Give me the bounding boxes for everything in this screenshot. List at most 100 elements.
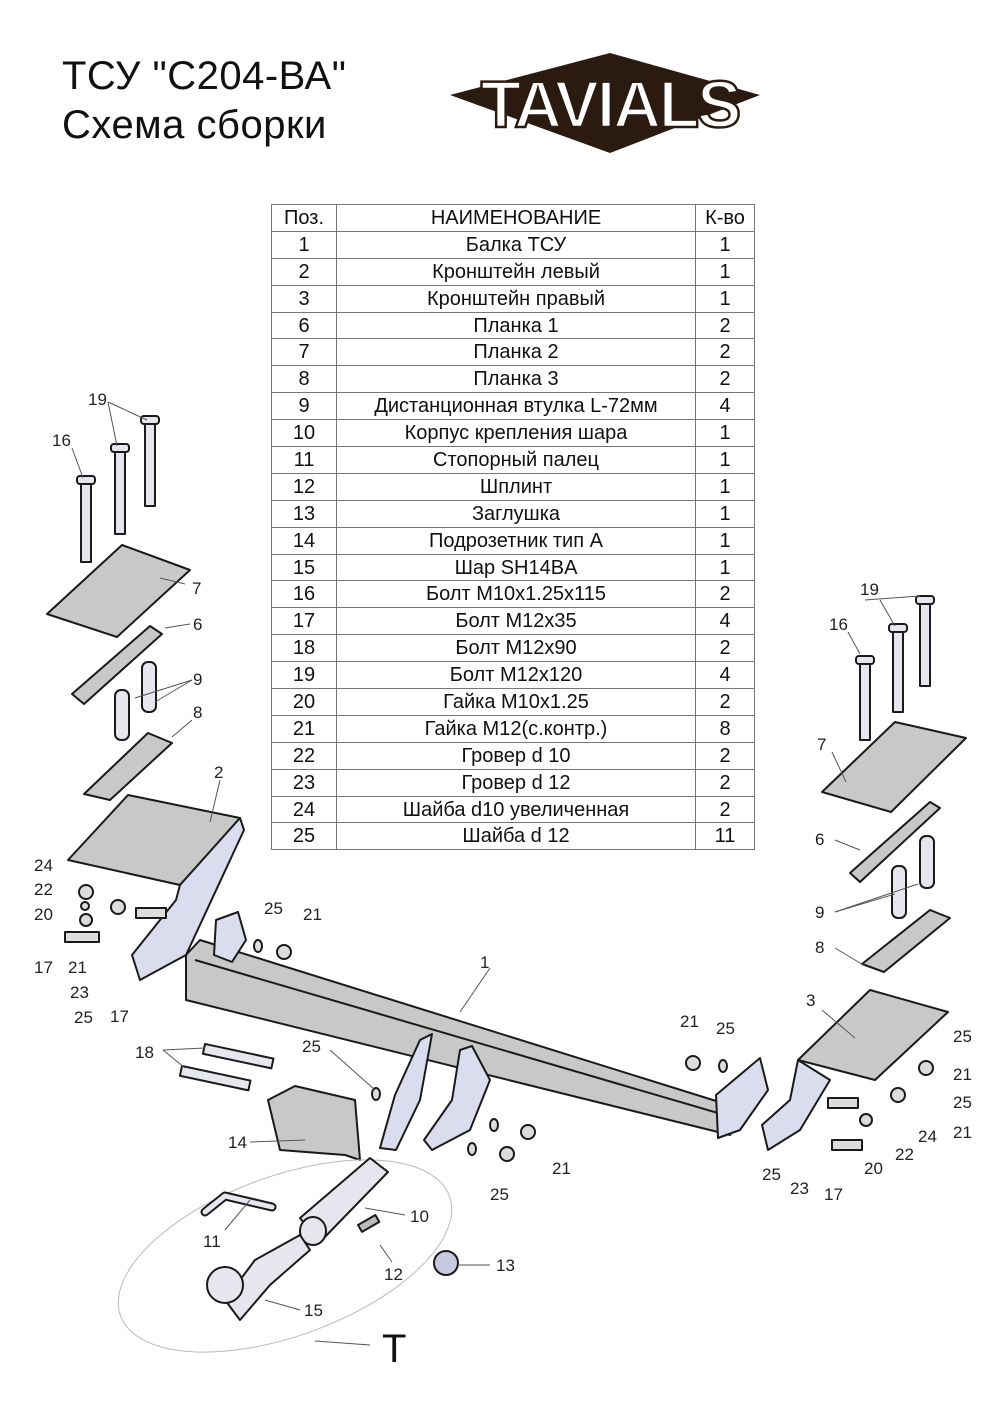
cell-name: Корпус крепления шара bbox=[336, 419, 696, 448]
cell-qty: 2 bbox=[695, 634, 755, 663]
cell-pos: 24 bbox=[271, 795, 337, 824]
lock-pin-11-fill bbox=[202, 1193, 275, 1215]
cell-name: Балка ТСУ bbox=[336, 230, 696, 259]
washer-25-beam-left bbox=[253, 939, 263, 953]
callout-label: 16 bbox=[829, 615, 848, 634]
bolt-17-right-b bbox=[831, 1139, 863, 1151]
nut-20-left bbox=[79, 913, 93, 927]
callout-label: 22 bbox=[34, 880, 53, 899]
callout-label: 2 bbox=[214, 763, 223, 782]
callout-label: 25 bbox=[762, 1165, 781, 1184]
callout-label: 17 bbox=[110, 1007, 129, 1026]
bolt-18b bbox=[178, 1064, 252, 1092]
right-bolt-19a bbox=[888, 623, 908, 713]
cell-pos: 3 bbox=[271, 284, 337, 313]
cell-pos: 23 bbox=[271, 768, 337, 797]
right-strap-6 bbox=[849, 801, 941, 883]
nut-21-center-a bbox=[520, 1124, 536, 1140]
callout-label: 23 bbox=[790, 1179, 809, 1198]
callout-label: 21 bbox=[953, 1065, 972, 1084]
beam-right-end-plate bbox=[715, 1057, 769, 1139]
cell-name: Болт М10х1.25х115 bbox=[336, 580, 696, 609]
callout-label: 7 bbox=[817, 735, 826, 754]
cell-qty: 4 bbox=[695, 661, 755, 690]
cell-pos: 18 bbox=[271, 634, 337, 663]
right-spacer-9a bbox=[891, 865, 907, 919]
callout-label: 6 bbox=[193, 615, 202, 634]
col-header-pos: Поз. bbox=[271, 204, 337, 232]
cotter-pin-12 bbox=[356, 1214, 381, 1233]
beam-1-edge bbox=[194, 959, 736, 1119]
cell-qty: 1 bbox=[695, 553, 755, 582]
bolt-17-right-a bbox=[827, 1097, 859, 1109]
nut-21-beam-right bbox=[685, 1055, 701, 1071]
left-plate-8 bbox=[83, 732, 173, 801]
bolt-17-left-b bbox=[135, 907, 167, 919]
hitch-plate-right bbox=[423, 1045, 491, 1151]
nut-21-center-b bbox=[499, 1146, 515, 1162]
washer-25-socket bbox=[371, 1087, 381, 1101]
cell-name: Кронштейн левый bbox=[336, 257, 696, 286]
callouts-right: 19 16 7 6 9 8 3 25 21 25 21 24 22 20 17 … bbox=[762, 580, 972, 1204]
cell-name: Болт М12х35 bbox=[336, 607, 696, 636]
table-header-row: Поз. НАИМЕНОВАНИЕ К-во bbox=[271, 204, 755, 232]
cell-pos: 1 bbox=[271, 230, 337, 259]
cell-pos: 21 bbox=[271, 714, 337, 743]
callout-label: 21 bbox=[552, 1159, 571, 1178]
bolt-17-left-a bbox=[64, 931, 100, 943]
cell-qty: 1 bbox=[695, 499, 755, 528]
right-plate-7 bbox=[821, 721, 967, 813]
callout-label: 10 bbox=[410, 1207, 429, 1226]
left-bolt-16 bbox=[76, 475, 96, 563]
cell-pos: 20 bbox=[271, 688, 337, 716]
cell-qty: 11 bbox=[695, 822, 755, 851]
callout-label: 3 bbox=[806, 991, 815, 1010]
cell-pos: 17 bbox=[271, 607, 337, 636]
callout-label: 6 bbox=[815, 830, 824, 849]
col-header-qty: К-во bbox=[695, 204, 755, 232]
beam-1 bbox=[185, 939, 746, 1136]
hitch-plate-left bbox=[379, 1033, 433, 1151]
cell-name: Заглушка bbox=[336, 499, 696, 528]
cell-pos: 2 bbox=[271, 257, 337, 286]
left-spacer-9a bbox=[114, 689, 130, 741]
callout-label: 11 bbox=[203, 1232, 221, 1251]
callout-label: 20 bbox=[864, 1159, 883, 1178]
nut-21-left bbox=[110, 899, 126, 915]
callout-label: 25 bbox=[953, 1093, 972, 1112]
cell-name: Шайба d10 увеличенная bbox=[336, 795, 696, 824]
cell-qty: 2 bbox=[695, 580, 755, 609]
callout-label: 25 bbox=[490, 1185, 509, 1204]
cell-name: Планка 2 bbox=[336, 338, 696, 367]
logo-diamond bbox=[450, 53, 760, 153]
cell-qty: 2 bbox=[695, 741, 755, 770]
cell-pos: 19 bbox=[271, 661, 337, 690]
cell-qty: 1 bbox=[695, 257, 755, 286]
cell-name: Гайка М12(с.контр.) bbox=[336, 714, 696, 743]
ball-neck-15 bbox=[224, 1234, 311, 1321]
bolt-18a bbox=[201, 1043, 275, 1070]
cell-qty: 1 bbox=[695, 472, 755, 501]
cell-name: Болт М12х90 bbox=[336, 634, 696, 663]
cell-name: Гровер d 10 bbox=[336, 741, 696, 770]
callout-label: 16 bbox=[52, 431, 71, 450]
cell-name: Планка 3 bbox=[336, 365, 696, 394]
callout-label: 12 bbox=[384, 1265, 403, 1284]
logo-text: TAVIALS bbox=[481, 67, 740, 141]
right-bracket-3 bbox=[797, 989, 949, 1081]
lock-pin-11 bbox=[200, 1191, 277, 1217]
cell-qty: 2 bbox=[695, 688, 755, 716]
washer-24-left bbox=[78, 884, 94, 900]
callout-label: 1 bbox=[480, 953, 489, 972]
cell-pos: 22 bbox=[271, 741, 337, 770]
callout-label: 17 bbox=[34, 958, 53, 977]
cell-name: Болт М12х120 bbox=[336, 661, 696, 690]
left-spacer-9b bbox=[141, 661, 157, 713]
right-spacer-9b bbox=[919, 835, 935, 889]
